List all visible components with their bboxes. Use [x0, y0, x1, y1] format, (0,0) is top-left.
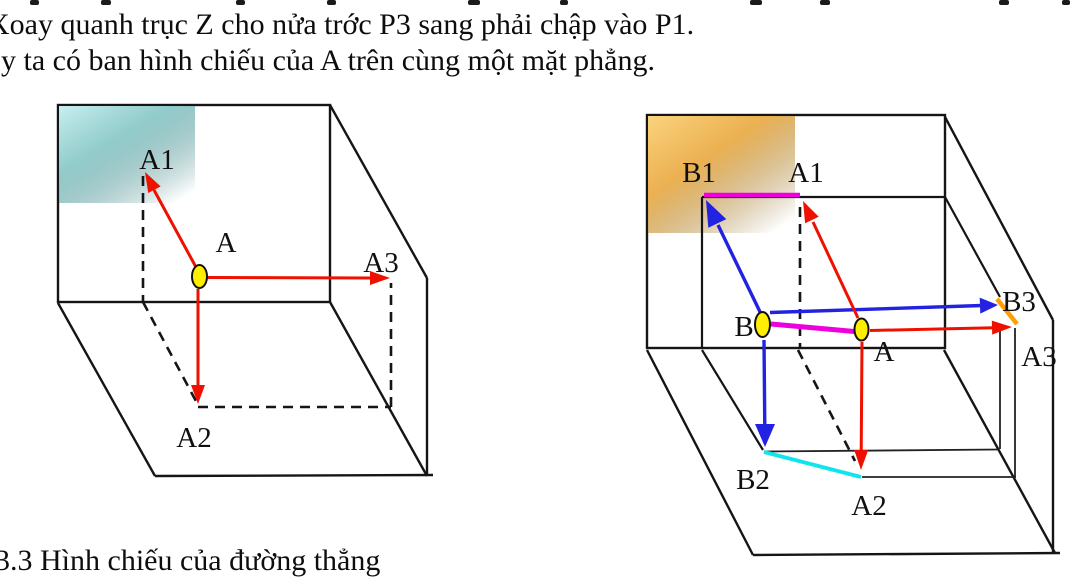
arrow-b-to-b3-shaft	[769, 303, 983, 315]
label-b2: B2	[736, 464, 770, 496]
outer-p2-left-edge	[645, 349, 755, 556]
arrow-a-to-a1-right-head	[803, 201, 819, 224]
left-box-edges	[56, 104, 434, 478]
right-construction-dashed	[796, 207, 857, 462]
left-diagram: A1 A A3 A2	[56, 103, 434, 478]
label-a2-left: A2	[176, 422, 211, 454]
arrow-a-to-a1-right	[803, 201, 860, 319]
section-caption: 3.3 Hình chiếu của đường thẳng	[0, 544, 381, 577]
label-a2-right: A2	[851, 490, 886, 522]
label-b3: B3	[1002, 286, 1036, 318]
arrow-b-to-b2-head	[755, 424, 775, 447]
arrow-a-to-a3-right-head	[991, 320, 1012, 335]
dashed-a1-a2-diagonal-left	[141, 301, 199, 404]
arrow-a-to-a2-right	[854, 341, 869, 470]
clipped-text-fragment	[560, 0, 568, 5]
arrow-a-to-a3-shaft	[206, 276, 374, 280]
arrow-a-to-a2-right-head	[854, 450, 869, 470]
outer-p3-top-edge	[943, 116, 1055, 321]
b2-b3-horizontal-line	[763, 448, 1000, 453]
label-a-right: A	[874, 336, 895, 368]
outer-p2-bottom-edge	[752, 551, 1061, 557]
arrow-b-to-b1-shaft	[716, 224, 764, 317]
clipped-text-fragment	[750, 0, 762, 5]
arrow-a-to-a3-head	[370, 271, 390, 285]
arrow-a-to-a3-right-shaft	[869, 326, 995, 332]
clipped-text-fragment	[820, 0, 830, 5]
clipped-text-fragment	[468, 0, 480, 5]
right-box-edges	[645, 116, 1061, 557]
text-line-2: y ta có ban hình chiếu của A trên cùng m…	[1, 44, 655, 77]
arrow-b-to-b3	[769, 297, 998, 315]
arrow-a-to-a1-right-shaft	[811, 221, 860, 319]
p1-plane-left	[56, 103, 332, 304]
point-a-left	[191, 264, 208, 289]
p2-bottom-edge-left	[154, 473, 434, 478]
clipped-text-fragment	[999, 0, 1009, 5]
segment-b-a	[770, 321, 861, 335]
arrow-b-to-b3-head	[979, 297, 998, 314]
clipped-text-fragment	[236, 0, 245, 5]
arrow-b-to-b2-shaft	[762, 339, 767, 429]
arrow-a-to-a3	[206, 271, 390, 285]
segment-b2-a2	[763, 450, 862, 479]
arrow-a-to-a1-shaft	[152, 189, 199, 270]
dashed-a1-a2-diagonal-right	[796, 349, 857, 462]
label-b1: B1	[682, 157, 716, 189]
arrow-b-to-b1	[706, 200, 764, 317]
label-b: B	[734, 311, 753, 343]
point-a-right	[853, 317, 870, 342]
p3-top-edge-left	[328, 104, 429, 279]
label-a-left: A	[216, 227, 237, 259]
clipped-text-fragment	[1062, 0, 1070, 5]
p2-p3-shared-edge-left	[328, 301, 429, 477]
label-a1-right: A1	[788, 157, 823, 189]
arrow-a-to-a3-right	[869, 320, 1012, 335]
p1-plane-left-highlight	[59, 106, 195, 203]
arrow-b-to-b2	[755, 339, 775, 447]
segment-b3-a3	[995, 297, 1019, 326]
p2-p3-shared-edge-right	[942, 349, 1057, 554]
arrow-a-to-a1-head	[145, 172, 161, 193]
clipped-text-fragment	[327, 0, 336, 5]
inner-p3-top-edge	[944, 196, 1001, 298]
left-construction-dashed	[141, 176, 393, 409]
label-a3-left: A3	[363, 247, 398, 279]
p2-left-edge-left	[56, 302, 157, 477]
clipped-text-fragment	[101, 0, 111, 5]
p1-plane-right	[645, 113, 947, 350]
p1-plane-right-highlight	[648, 116, 795, 233]
arrow-b-to-b1-head	[706, 200, 727, 228]
arrow-a-to-a2-right-shaft	[859, 341, 864, 453]
label-a1-left: A1	[139, 144, 174, 176]
label-a3-right: A3	[1021, 341, 1056, 373]
clipped-text-fragment	[30, 0, 39, 5]
arrow-a-to-a2-head	[191, 385, 205, 404]
arrow-a-to-a2	[191, 289, 205, 404]
inner-p2-left-edge	[701, 349, 764, 451]
arrow-a-to-a1	[145, 172, 199, 270]
text-line-1: Xoay quanh trục Z cho nửa trớc P3 sang p…	[0, 8, 695, 41]
right-construction-thin	[763, 325, 1016, 478]
point-b	[754, 311, 771, 338]
right-diagram: B1 A1 B A B3 A3 B2 A2	[645, 113, 1061, 557]
